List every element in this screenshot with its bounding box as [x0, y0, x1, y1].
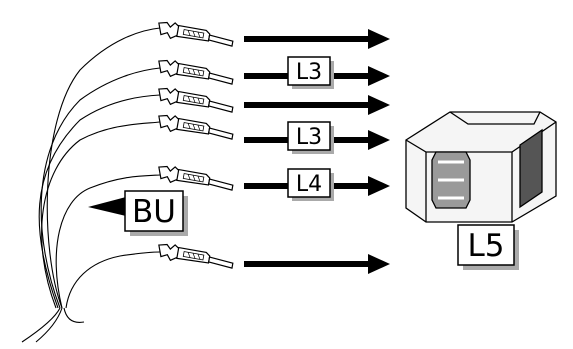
connector-label: L5 [468, 228, 505, 264]
arrow-3 [244, 95, 390, 115]
arrow-label-text: L3 [296, 60, 322, 85]
arrow-label-text: L3 [296, 125, 322, 150]
terminal-5 [156, 163, 235, 194]
connector-housing [405, 111, 557, 223]
terminal-1 [156, 19, 235, 50]
arrow-6 [244, 254, 390, 274]
wire-color-callout: BU [88, 190, 188, 236]
arrow-label-l4: L4 [287, 168, 334, 201]
wire-color-label: BU [132, 194, 176, 230]
arrow-label-l3-first: L3 [287, 56, 334, 89]
arrow-1 [244, 29, 390, 49]
terminal-4 [156, 112, 235, 143]
wire-bundle [21, 27, 161, 343]
arrow-label-l3-second: L3 [287, 121, 334, 154]
terminal-3 [156, 85, 235, 116]
terminal-6 [156, 241, 235, 272]
connector-label-box: L5 [457, 224, 519, 270]
terminal-2 [156, 57, 235, 88]
arrow-label-text: L4 [296, 172, 322, 197]
